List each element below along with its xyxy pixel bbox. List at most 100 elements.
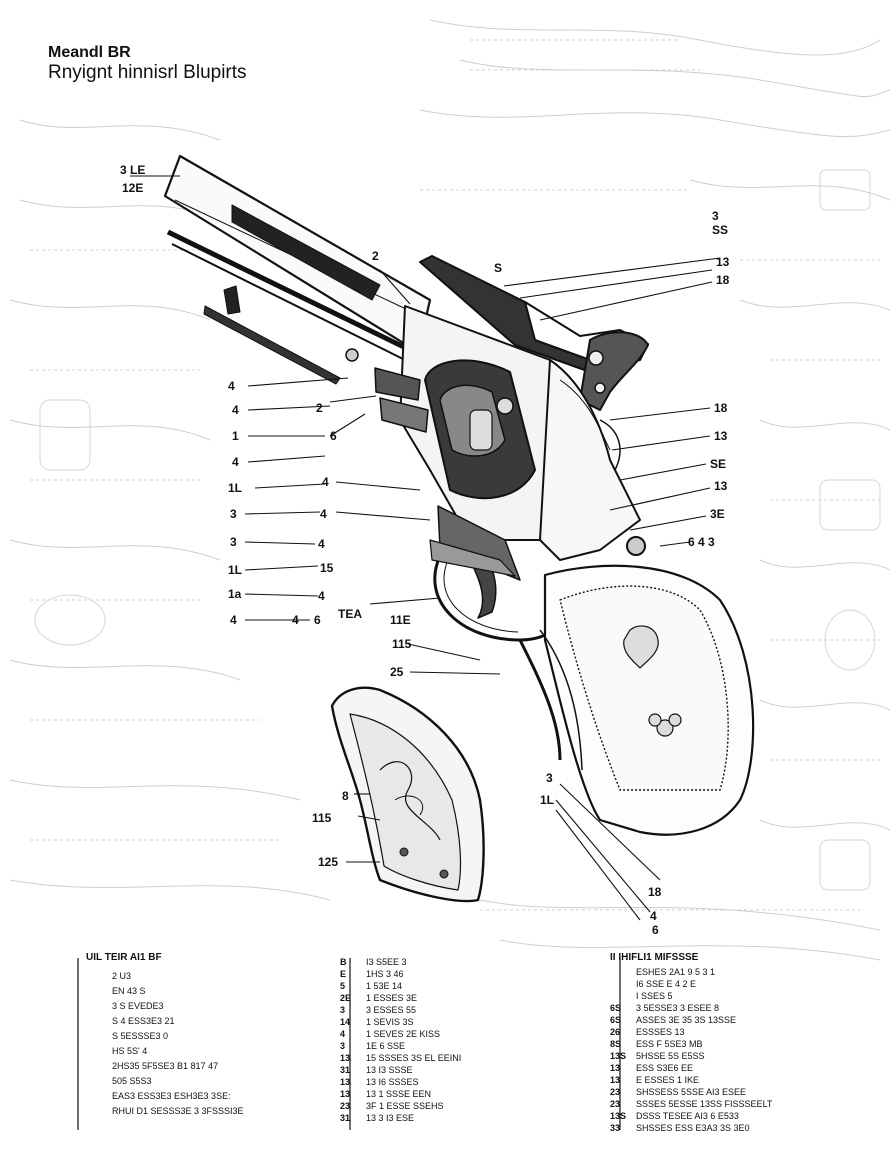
legend-row-number: 13	[610, 1075, 621, 1085]
legend-row-label: 13 1 SSSE EEN	[366, 1089, 432, 1099]
legend-column-3-heading: II IHIFLI1 MIFSSSE	[610, 952, 699, 963]
top-strap	[419, 255, 591, 373]
legend-row: HS 5S' 4	[86, 1045, 147, 1057]
legend-row: 2HS35 5F5SE3 B1 817 47	[86, 1060, 218, 1072]
callout-label: 3	[712, 209, 719, 223]
legend-row-label: I3 S5EE 3	[366, 957, 407, 967]
legend-row-label: 1 ESSES 3E	[366, 993, 418, 1003]
callout-label: 4	[230, 613, 237, 627]
legend-row-number: 23	[340, 1101, 351, 1111]
legend-row-label: RHUI D1 SESSS3E 3 3FSSSI3E	[112, 1106, 244, 1116]
legend-row: 13 13 1 SSSE EEN	[340, 1088, 431, 1100]
legend-row-number: 13S	[610, 1051, 627, 1061]
callout-label: 4	[318, 589, 325, 603]
legend-row-label: ESHES 2A1 9 5 3 1	[636, 967, 716, 977]
legend-row: S 5ESSSE3 0	[86, 1030, 168, 1042]
legend-row: I6 SSE E 4 2 E	[610, 978, 696, 990]
callout-label: 6 4 3	[688, 535, 715, 549]
callout-label: 15	[320, 561, 334, 575]
callout-label: 115	[392, 637, 412, 651]
legend-row-number: 8S	[610, 1039, 622, 1049]
callout-label: SE	[710, 457, 727, 471]
callout-label: 18	[648, 885, 662, 899]
legend-row-label: 505 S5S3	[112, 1076, 152, 1086]
callout-label: 115	[312, 811, 332, 825]
legend-row: I SSES 5	[610, 990, 673, 1002]
legend-row-label: I SSES 5	[636, 991, 673, 1001]
callout-label: 2	[372, 249, 379, 263]
callout-label: 13	[714, 429, 728, 443]
legend-row-number: 31	[340, 1113, 351, 1123]
callout-label: 2	[316, 401, 323, 415]
legend-row-number: 13	[340, 1089, 351, 1099]
callout-label: 13	[714, 479, 728, 493]
legend-row-label: 2 U3	[112, 971, 132, 981]
legend-row-label: 1 SEVIS 3S	[366, 1017, 414, 1027]
legend-row-label: 2HS35 5F5SE3 B1 817 47	[112, 1061, 219, 1071]
callout-label: 8	[342, 789, 349, 803]
blueprint-title-line-2: Rnyignt hinnisrl Blupirts	[48, 62, 247, 83]
legend-row: 13 13 I6 SSSES	[340, 1076, 419, 1088]
revolver-illustration	[163, 154, 755, 903]
legend-row-number: 13	[340, 1077, 351, 1087]
legend-row: 505 S5S3	[86, 1075, 152, 1087]
legend-row-label: 3 S EVEDE3	[112, 1001, 164, 1011]
callout-label: 3	[230, 507, 237, 521]
legend-row-label: 1 53E 14	[366, 981, 403, 991]
legend-row-label: SSSES 5ESSE 13SS FISSSEELT	[636, 1099, 773, 1109]
legend-row-label: 13 I6 SSSES	[366, 1077, 419, 1087]
hammer	[579, 331, 649, 411]
legend-row-label: 13 I3 SSSE	[366, 1065, 413, 1075]
callout-label: 4	[292, 613, 299, 627]
callout-label: 6	[314, 613, 321, 627]
legend-row: EAS3 ESS3E3 ESH3E3 3SE:	[86, 1090, 231, 1102]
legend-row-number: 4	[340, 1029, 346, 1039]
background-sketch-lines	[9, 19, 891, 961]
legend-column-1-heading: UIL TEIR AI1 BF	[86, 952, 162, 963]
callout-label: 6	[652, 923, 659, 937]
callout-label: 18	[716, 273, 730, 287]
callout-label: 4	[228, 379, 235, 393]
legend-row: B I3 S5EE 3	[340, 956, 407, 968]
legend-row-number: 6S	[610, 1003, 622, 1013]
callout-label: 125	[318, 855, 339, 869]
background-dashed-lines	[30, 39, 880, 911]
legend-row-label: 13 3 I3 ESE	[366, 1113, 415, 1123]
legend-row-label: ESSSES 13	[636, 1027, 685, 1037]
callout-label: 3	[546, 771, 553, 785]
legend-row: 26 ESSSES 13	[610, 1026, 685, 1038]
legend-row-number: 26	[610, 1027, 621, 1037]
legend-row: 2 U3	[86, 970, 131, 982]
legend-row-number: 13	[610, 1063, 621, 1073]
legend-row: 33 SHSSES ESS E3A3 3S 3E0	[610, 1122, 750, 1134]
frame-rear	[539, 359, 641, 561]
callout-label: 4	[318, 537, 325, 551]
legend-row-number: B	[340, 957, 347, 967]
legend-row-label: 1HS 3 46	[366, 969, 404, 979]
legend-row-label: SHSSES ESS E3A3 3S 3E0	[636, 1123, 750, 1133]
legend-row: RHUI D1 SESSS3E 3 3FSSSI3E	[86, 1105, 244, 1117]
callout-label: 1L	[228, 563, 243, 577]
legend-row-label: 5HSSE 5S E5SS	[636, 1051, 705, 1061]
legend-row: 3 S EVEDE3	[86, 1000, 164, 1012]
callout-label: 18	[714, 401, 728, 415]
legend-row-number: 13S	[610, 1111, 627, 1121]
legend-row-number: 33	[610, 1123, 621, 1133]
callout-leader-lines	[130, 175, 721, 921]
callout-label: 3	[230, 535, 237, 549]
callout-label: 1	[232, 429, 239, 443]
